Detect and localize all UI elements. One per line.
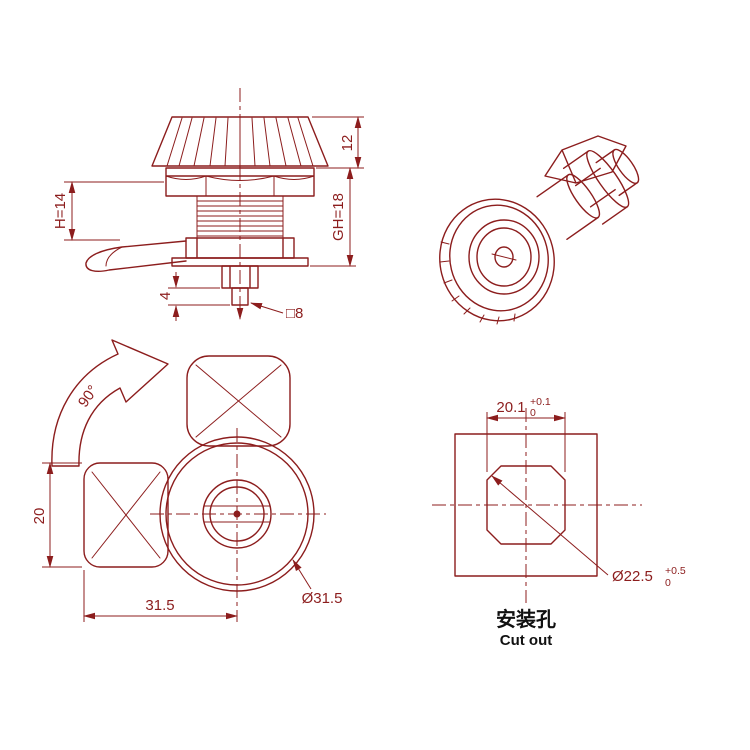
cam-lever	[85, 240, 187, 272]
threaded-barrel	[196, 195, 284, 239]
front-view: 90° 20 31.5 Ø31.5	[31, 339, 343, 622]
key-slot-lines	[203, 505, 271, 523]
front-centerlines	[150, 428, 326, 622]
dia225-leader	[491, 475, 609, 576]
iso-rear-end	[612, 148, 640, 184]
hex-nut-facets	[165, 175, 315, 197]
dim4-extensions	[168, 287, 230, 306]
cutout-title-cn: 安装孔	[496, 607, 556, 631]
dia225-text: Ø22.5	[612, 568, 653, 585]
cylinder-ring-inner	[209, 486, 265, 542]
dim12-text: 12	[339, 135, 356, 152]
iso-barrel-end	[566, 173, 601, 219]
dim315-text: 31.5	[145, 597, 174, 614]
iso-rear-sides	[595, 149, 638, 197]
iso-body	[536, 148, 640, 240]
square8-text: □8	[286, 305, 303, 322]
dimh14-extensions	[64, 181, 164, 241]
knob-circle-outer	[159, 436, 315, 592]
cutout-octagon	[486, 465, 566, 545]
dim201-tol-upper: +0.1	[530, 396, 551, 408]
knob-ribs	[166, 117, 314, 167]
cam-side-cross	[91, 471, 161, 559]
iso-key-slot	[491, 253, 517, 261]
dim201-tol-lower: 0	[530, 407, 536, 419]
dimgh18-text: GH=18	[330, 193, 347, 241]
iso-face-ring-2	[476, 227, 532, 287]
dim12-extensions	[312, 116, 364, 169]
square8-leader	[250, 302, 284, 314]
cutout-title-en: Cut out	[500, 632, 552, 649]
iso-cam-plate	[544, 135, 627, 184]
knob-top-profile	[186, 355, 291, 447]
cutout-centerlines	[432, 408, 642, 603]
cylinder-ring-outer	[202, 479, 272, 549]
iso-face-ring-1	[468, 219, 540, 295]
center-dot	[233, 510, 241, 518]
iso-rim-ribs	[439, 241, 516, 325]
iso-nut-sides	[562, 150, 628, 225]
square-spindle	[231, 287, 249, 306]
dim4-text: 4	[157, 292, 174, 300]
cutout-view: 20.1 +0.1 0 Ø22.5 +0.5 0 安装孔 Cut out	[432, 396, 686, 649]
cam-side-profile	[83, 462, 169, 568]
knob-top-cross	[195, 364, 282, 438]
iso-knob-rim-outer	[439, 198, 555, 322]
knob-outline	[151, 116, 329, 167]
dia225-tol-upper: +0.5	[665, 565, 686, 577]
cam-lever-fold	[105, 246, 123, 267]
dia315-leader	[292, 559, 312, 590]
iso-nut-end	[586, 149, 630, 209]
dim20-extensions	[42, 462, 82, 568]
hex-nut	[165, 167, 315, 197]
rotation-arrow	[51, 339, 169, 467]
dim201-text: 20.1	[496, 399, 525, 416]
spindle-hub	[221, 265, 259, 289]
iso-face-hub	[494, 246, 514, 268]
iso-barrel	[536, 174, 599, 240]
dim201-extensions	[486, 412, 566, 472]
dia225-tol-lower: 0	[665, 577, 671, 589]
dim20-text: 20	[31, 508, 48, 525]
dia315-text: Ø31.5	[302, 590, 343, 607]
side-view: 12 GH=18 H=14 4 □8	[52, 88, 364, 322]
isometric-view	[439, 135, 640, 325]
knob-circle-inner	[165, 442, 309, 586]
dimh14-text: H=14	[52, 193, 69, 229]
iso-knob-rim-inner	[449, 204, 549, 312]
